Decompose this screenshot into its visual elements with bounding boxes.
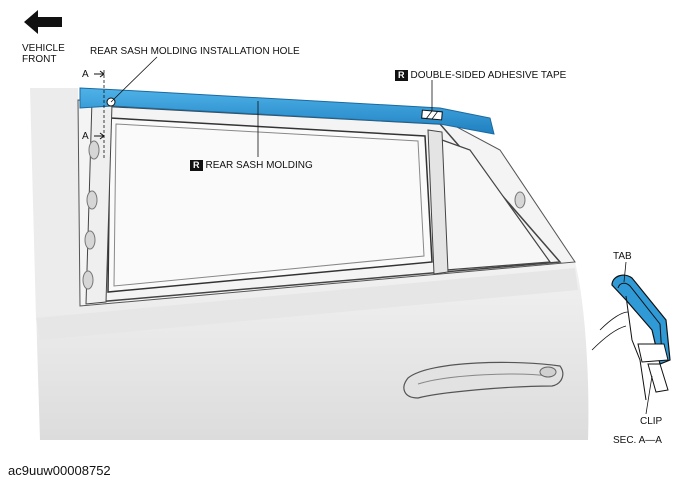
- molding-r-badge: R: [190, 160, 203, 171]
- install-hole-label: REAR SASH MOLDING INSTALLATION HOLE: [90, 46, 300, 57]
- body-lower-shade: [36, 268, 578, 340]
- window-glass: [107, 117, 433, 293]
- section-a-label-2: A: [82, 131, 89, 142]
- clip-label: CLIP: [640, 416, 663, 427]
- rear-sash-molding: [79, 87, 495, 135]
- section-arrow-icon-2: [94, 132, 105, 140]
- vehicle-front-line-1: VEHICLE: [22, 43, 65, 54]
- direction-arrow-icon: [24, 10, 62, 34]
- clip-boss-2: [86, 190, 98, 210]
- center-pillar: [427, 129, 449, 275]
- molding-label-text: REAR SASH MOLDING: [205, 160, 313, 171]
- figure-caption: ac9uuw00008752: [8, 463, 111, 478]
- section-a-label-1: A: [82, 69, 89, 80]
- key-cylinder: [539, 366, 557, 378]
- door-handle: [403, 361, 564, 399]
- clip-boss-4: [82, 270, 94, 290]
- section-label: SEC. A—A: [613, 435, 662, 446]
- window-glass-inner: [113, 123, 425, 287]
- rear-quarter-panel: [30, 88, 80, 318]
- section-arrow-icon-1: [94, 70, 105, 78]
- clip-boss-3: [84, 230, 96, 250]
- tape-r-badge: R: [395, 70, 408, 81]
- tape-label-text: DOUBLE-SIDED ADHESIVE TAPE: [410, 70, 567, 81]
- vehicle-front-line-2: FRONT: [22, 54, 57, 65]
- section-detail: [591, 261, 671, 415]
- clip-boss-1: [88, 140, 100, 160]
- vehicle-front-label: VEHICLE FRONT: [22, 43, 65, 65]
- leader-install-hole: [110, 56, 158, 103]
- clip-boss-5: [514, 191, 526, 209]
- tab-label: TAB: [613, 251, 632, 262]
